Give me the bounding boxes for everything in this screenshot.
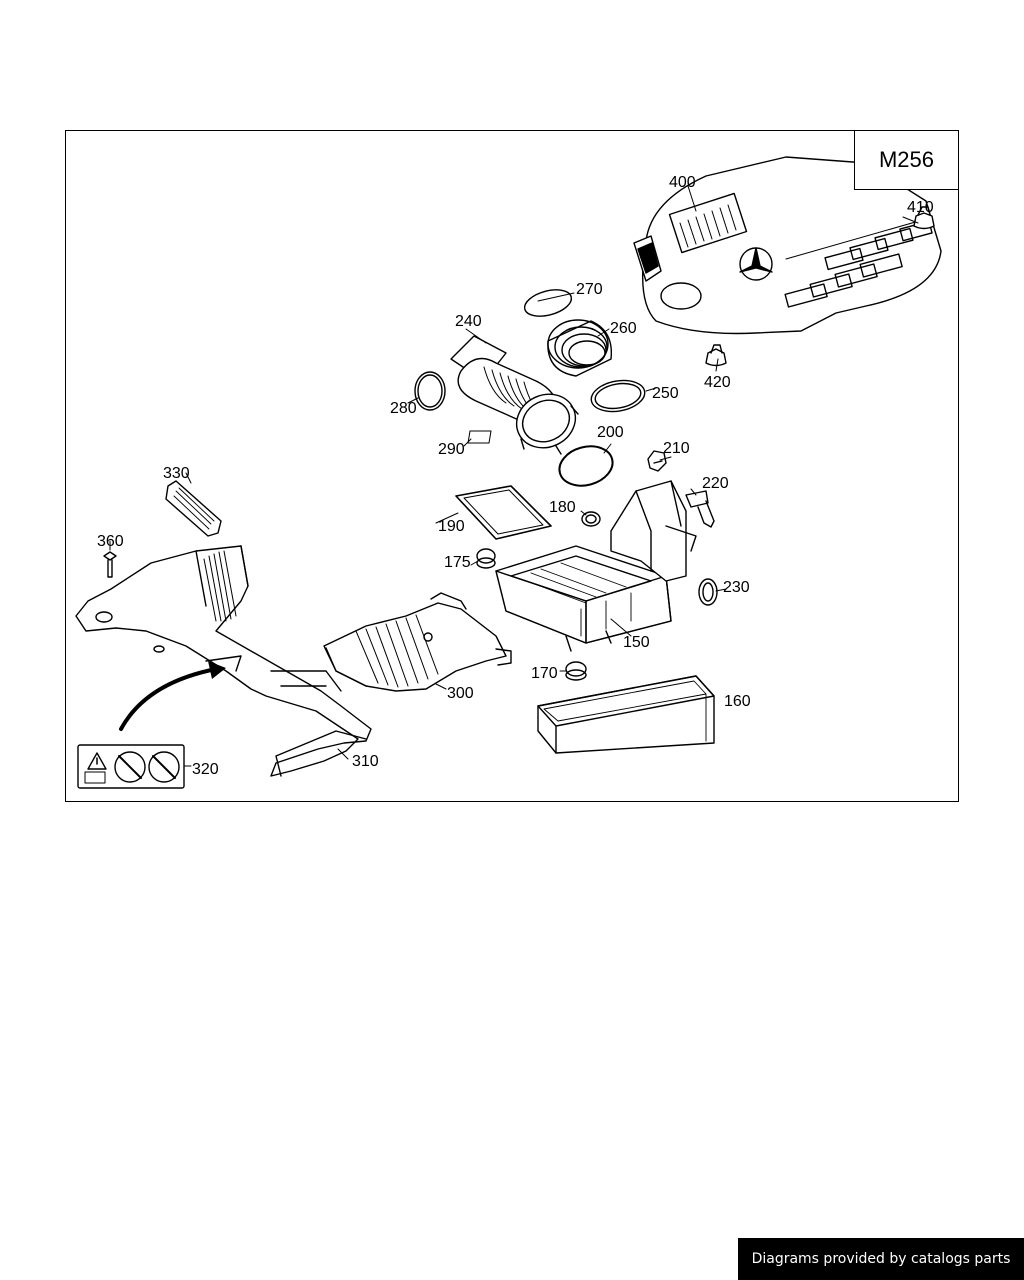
gasket-190 bbox=[455, 485, 552, 540]
filter-element-160 bbox=[537, 675, 715, 754]
part-label-200[interactable]: 200 bbox=[597, 424, 624, 441]
intake-hose-240 bbox=[450, 335, 579, 455]
sensor-220 bbox=[685, 490, 715, 528]
part-label-300[interactable]: 300 bbox=[447, 685, 474, 702]
clip-210 bbox=[647, 450, 667, 472]
part-label-320[interactable]: 320 bbox=[192, 761, 219, 778]
part-label-410[interactable]: 410 bbox=[907, 199, 934, 216]
part-label-260[interactable]: 260 bbox=[610, 320, 637, 337]
bellows-260 bbox=[547, 319, 613, 377]
grommet-170 bbox=[565, 661, 587, 681]
grommet-175 bbox=[476, 548, 496, 569]
part-label-230[interactable]: 230 bbox=[723, 579, 750, 596]
intake-scoop-310 bbox=[75, 545, 372, 777]
part-label-400[interactable]: 400 bbox=[669, 174, 696, 191]
part-label-220[interactable]: 220 bbox=[702, 475, 729, 492]
part-label-250[interactable]: 250 bbox=[652, 385, 679, 402]
part-label-210[interactable]: 210 bbox=[663, 440, 690, 457]
part-label-360[interactable]: 360 bbox=[97, 533, 124, 550]
footer-credit: Diagrams provided by catalogs parts bbox=[738, 1238, 1024, 1280]
bracket-330 bbox=[165, 480, 222, 537]
filter-housing-150 bbox=[495, 480, 697, 652]
part-label-270[interactable]: 270 bbox=[576, 281, 603, 298]
intake-duct-300 bbox=[323, 592, 512, 692]
bolt-360 bbox=[103, 551, 117, 578]
ring-280 bbox=[414, 371, 446, 411]
parts-diagram: M256 400 410 420 270 260 250 240 280 290… bbox=[65, 130, 959, 802]
grommet-180 bbox=[581, 511, 601, 527]
part-label-150[interactable]: 150 bbox=[623, 634, 650, 651]
nut-410 bbox=[913, 206, 935, 230]
engine-code-box: M256 bbox=[854, 131, 958, 190]
part-label-290[interactable]: 290 bbox=[438, 441, 465, 458]
part-label-180[interactable]: 180 bbox=[549, 499, 576, 516]
part-label-310[interactable]: 310 bbox=[352, 753, 379, 770]
part-label-420[interactable]: 420 bbox=[704, 374, 731, 391]
part-label-160[interactable]: 160 bbox=[724, 693, 751, 710]
ring-270 bbox=[523, 289, 573, 317]
part-label-175[interactable]: 175 bbox=[444, 554, 471, 571]
part-label-330[interactable]: 330 bbox=[163, 465, 190, 482]
part-label-240[interactable]: 240 bbox=[455, 313, 482, 330]
nut-420 bbox=[705, 344, 727, 367]
arrow-indicator bbox=[119, 667, 218, 731]
warning-label-320 bbox=[77, 744, 185, 789]
pad-290 bbox=[467, 430, 492, 444]
part-label-190[interactable]: 190 bbox=[438, 518, 465, 535]
diagram-drawing bbox=[75, 156, 942, 789]
part-label-170[interactable]: 170 bbox=[531, 665, 558, 682]
seal-200 bbox=[558, 445, 614, 487]
ring-230 bbox=[698, 578, 718, 606]
part-label-280[interactable]: 280 bbox=[390, 400, 417, 417]
seal-250 bbox=[590, 379, 646, 413]
engine-cover-400 bbox=[633, 156, 942, 335]
